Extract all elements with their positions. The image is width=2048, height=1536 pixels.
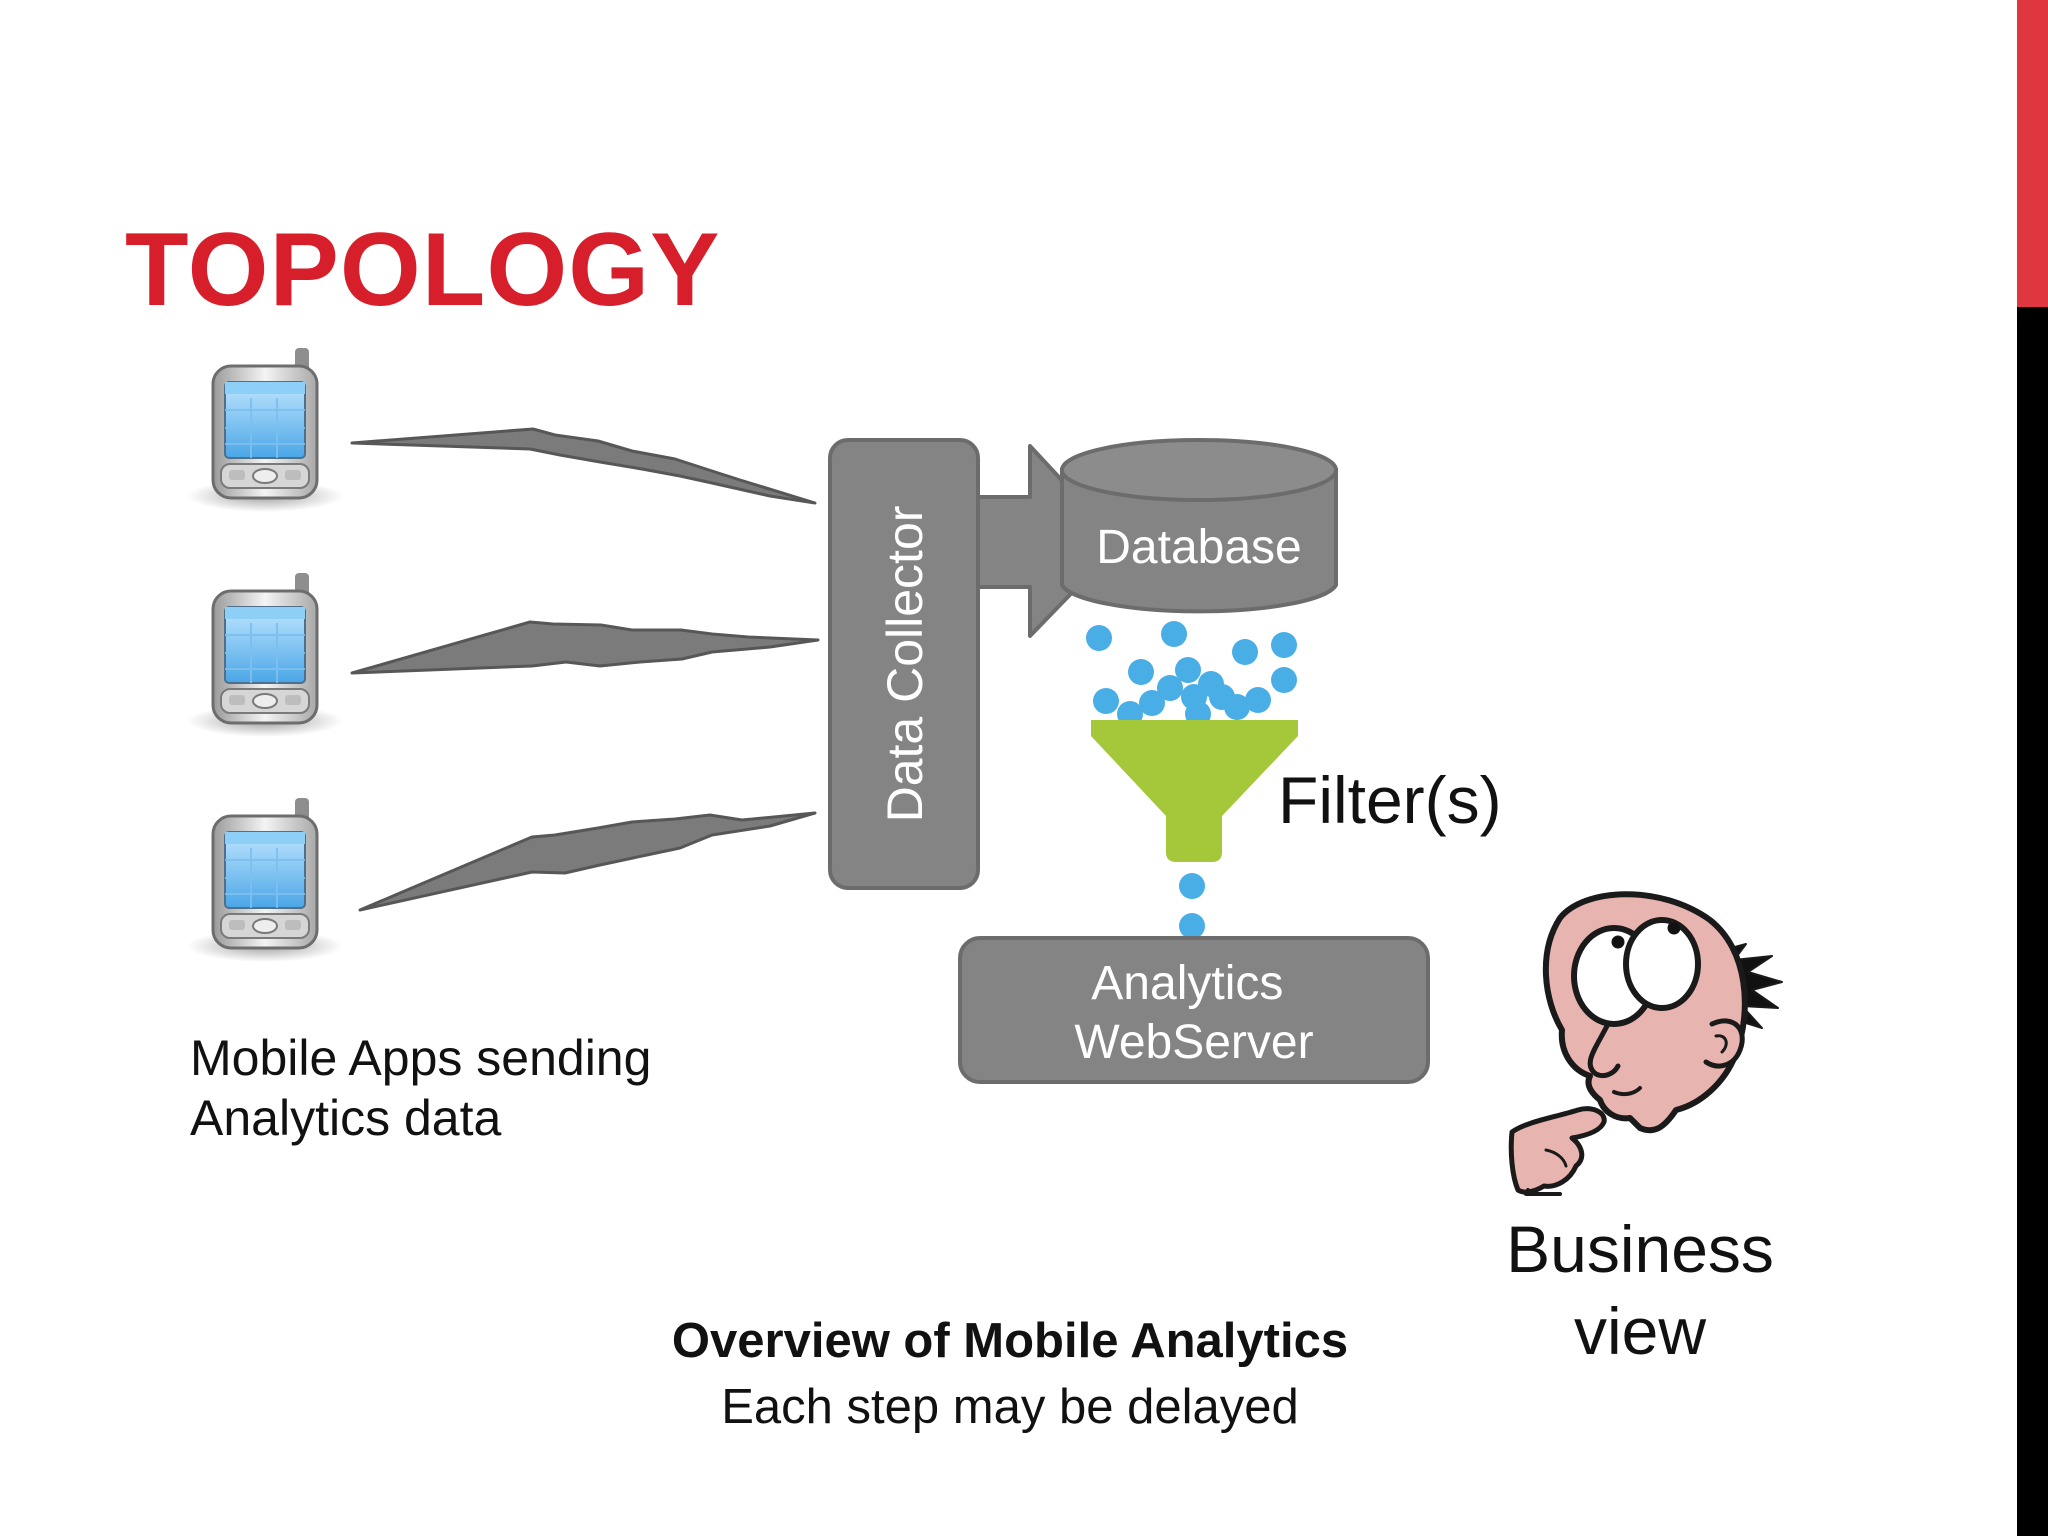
analytics-webserver-box	[958, 936, 1430, 1084]
database-label: Database	[1096, 521, 1301, 574]
mobile-phone-icon-1	[185, 346, 345, 514]
data-collector-box	[828, 438, 980, 890]
funnel-filter-icon	[1091, 720, 1298, 862]
mobile-apps-caption-line2: Analytics data	[190, 1090, 502, 1146]
mobile-phone-icon-3	[185, 796, 345, 964]
data-collector-label: Data Collector	[877, 506, 933, 823]
filtered-dots	[1179, 873, 1205, 939]
overview-caption-subtitle: Each step may be delayed	[721, 1380, 1299, 1434]
filter-label: Filter(s)	[1278, 763, 1502, 837]
analytics-webserver-label-line1: Analytics	[1091, 957, 1283, 1010]
business-view-label-line2: view	[1573, 1294, 1707, 1368]
svg-text:Database: Database	[1096, 521, 1301, 574]
mobile-phone-icon-2	[185, 571, 345, 739]
sidebar-accent-red	[2017, 0, 2048, 307]
overview-caption: Overview of Mobile Analytics Each step m…	[560, 1308, 1460, 1440]
lightning-signal-icon-1	[350, 427, 817, 505]
data-dots	[1086, 621, 1297, 727]
lightning-signal-icon-2	[350, 620, 820, 675]
mobile-apps-caption-line1: Mobile Apps sending	[190, 1030, 652, 1086]
overview-caption-title: Overview of Mobile Analytics	[671, 1314, 1349, 1368]
slide-title: TOPOLOGY	[125, 212, 721, 328]
sidebar-accent-black	[2017, 307, 2048, 1536]
business-view-label: Business view	[1480, 1208, 1800, 1372]
business-view-label-line1: Business	[1506, 1212, 1774, 1286]
lightning-signal-icon-3	[358, 811, 817, 912]
svg-text:Analytics WebServer: Analytics WebServer	[1074, 957, 1313, 1069]
analytics-webserver-label-line2: WebServer	[1074, 1016, 1313, 1069]
database-cylinder	[1060, 438, 1338, 614]
thinking-person-icon	[1508, 891, 1783, 1196]
svg-text:Data Collector: Data Collector	[877, 506, 933, 823]
mobile-apps-caption: Mobile Apps sending Analytics data	[190, 1028, 651, 1148]
